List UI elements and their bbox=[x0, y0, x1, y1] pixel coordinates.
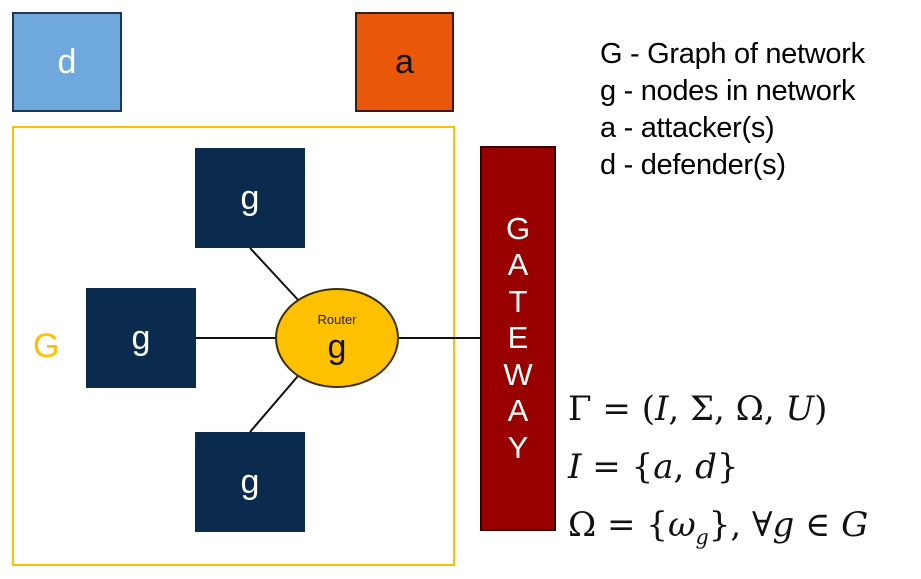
router-label: Router bbox=[317, 311, 357, 327]
graph-label: G bbox=[33, 327, 60, 365]
node-label: g bbox=[131, 318, 151, 357]
legend-item: g - nodes in network bbox=[600, 75, 856, 107]
legend-item: G - Graph of network bbox=[600, 38, 865, 70]
formula-players: I = {a, d} bbox=[568, 447, 739, 487]
gateway-letter: T bbox=[508, 283, 528, 319]
defender-label: d bbox=[57, 42, 77, 81]
defender-box: d bbox=[12, 12, 122, 112]
edge-router-bottom bbox=[249, 375, 299, 433]
node-label: g bbox=[240, 462, 260, 501]
formula-omega: Ω = {ωg}, ∀g ∈ G bbox=[568, 505, 869, 549]
attacker-label: a bbox=[395, 42, 414, 81]
formulas: Γ = (I, Σ, Ω, U) I = {a, d} Ω = {ωg}, ∀g… bbox=[568, 380, 868, 566]
legend-item: a - attacker(s) bbox=[600, 112, 775, 144]
gateway-letter: W bbox=[503, 356, 533, 392]
edge-router-top bbox=[249, 247, 301, 303]
gateway-letter: G bbox=[505, 210, 531, 246]
router-node: Router g bbox=[275, 288, 399, 388]
network-node-top: g bbox=[195, 148, 305, 248]
gateway-letter: E bbox=[507, 320, 529, 356]
gateway-letter: Y bbox=[507, 429, 529, 465]
router-node-label: g bbox=[327, 327, 347, 366]
gateway-letter: A bbox=[507, 247, 529, 283]
network-node-left: g bbox=[86, 288, 196, 388]
gateway-letter: A bbox=[507, 393, 529, 429]
network-node-bottom: g bbox=[195, 432, 305, 532]
legend-item: d - defender(s) bbox=[600, 149, 786, 181]
node-label: g bbox=[240, 178, 260, 217]
attacker-box: a bbox=[355, 12, 454, 112]
formula-game: Γ = (I, Σ, Ω, U) bbox=[568, 389, 828, 429]
legend: G - Graph of network g - nodes in networ… bbox=[600, 36, 865, 184]
gateway-bar: G A T E W A Y bbox=[480, 146, 556, 531]
